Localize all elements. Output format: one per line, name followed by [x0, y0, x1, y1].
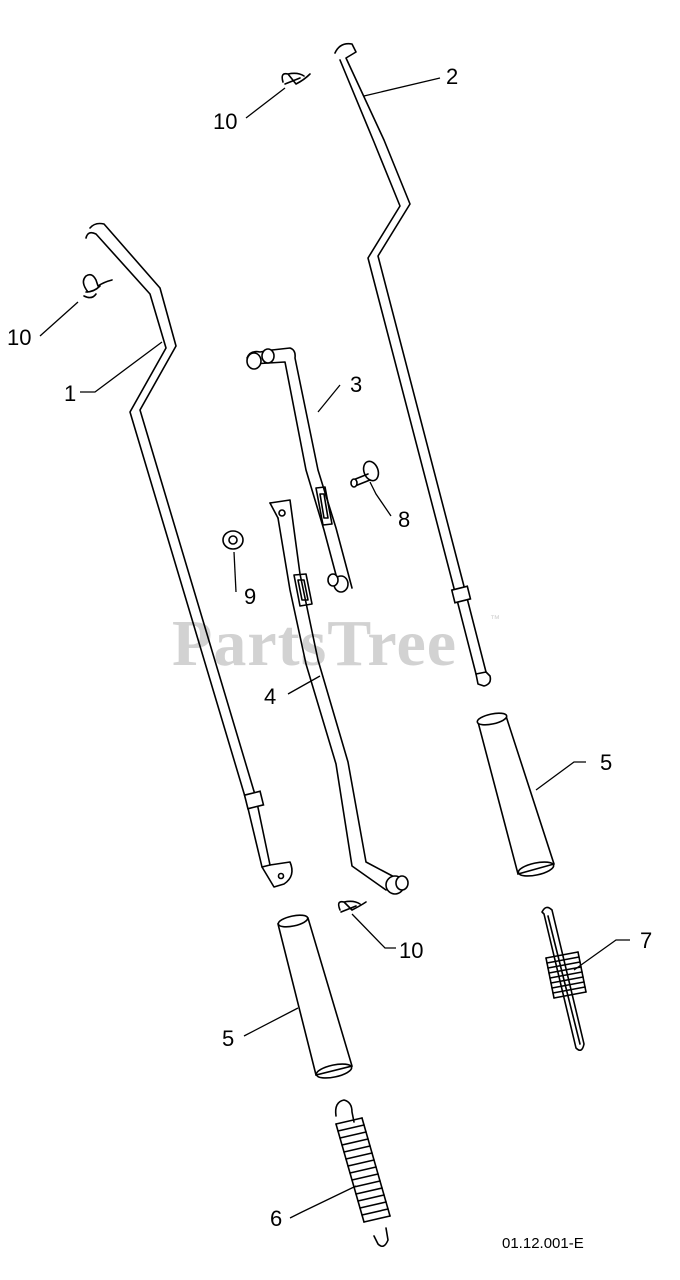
- callout-3: 3: [350, 372, 362, 397]
- part-6-spring: [334, 1099, 391, 1248]
- watermark: PartsTree ™: [172, 607, 500, 680]
- part-5-grip-lower: [277, 914, 354, 1079]
- part-5-grip-upper: [476, 712, 556, 877]
- part-10-clip-left: [82, 273, 113, 299]
- part-10-clip-top: [281, 72, 311, 85]
- callout-5-upper: 5: [600, 750, 612, 775]
- callout-7: 7: [640, 928, 652, 953]
- part-8-pin: [350, 460, 380, 488]
- part-10-clip-bottom: [337, 900, 367, 913]
- part-7-spring: [541, 906, 587, 1052]
- callout-10-top: 10: [213, 109, 237, 134]
- part-6-coils: [335, 1117, 391, 1223]
- figure-code: 01.12.001-E: [502, 1235, 584, 1252]
- leader-lines: [39, 77, 630, 1219]
- callout-9: 9: [244, 584, 256, 609]
- callout-2: 2: [446, 64, 458, 89]
- part-2-rod: [334, 42, 492, 687]
- callout-10-left: 10: [7, 325, 31, 350]
- callout-1: 1: [64, 381, 76, 406]
- callout-10-bottom: 10: [399, 938, 423, 963]
- part-1-rod: [85, 222, 293, 888]
- callout-6: 6: [270, 1206, 282, 1231]
- callout-4: 4: [264, 684, 276, 709]
- part-9-nut: [222, 530, 244, 550]
- part-3-rod: [246, 347, 353, 593]
- callout-5-lower: 5: [222, 1026, 234, 1051]
- part-7-coils: [545, 951, 587, 999]
- watermark-trademark: ™: [490, 614, 500, 625]
- callout-8: 8: [398, 507, 410, 532]
- callouts: 1 2 3 4 5 5 6 7 8 9 10 10 10: [7, 64, 652, 1231]
- part-4-rod: [269, 499, 409, 895]
